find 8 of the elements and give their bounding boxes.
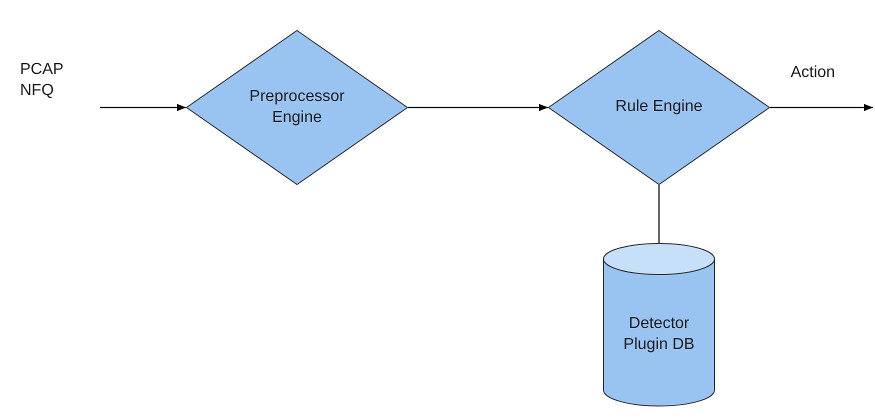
- connector-line: [658, 185, 660, 243]
- input-label: PCAP NFQ: [20, 60, 64, 101]
- arrow: [408, 104, 548, 112]
- arrow: [770, 104, 873, 112]
- node-label: Detector Plugin DB: [622, 314, 696, 354]
- node-label: Rule Engine: [615, 97, 703, 118]
- node-label: Preprocessor Engine: [248, 86, 346, 128]
- arrow: [100, 104, 186, 112]
